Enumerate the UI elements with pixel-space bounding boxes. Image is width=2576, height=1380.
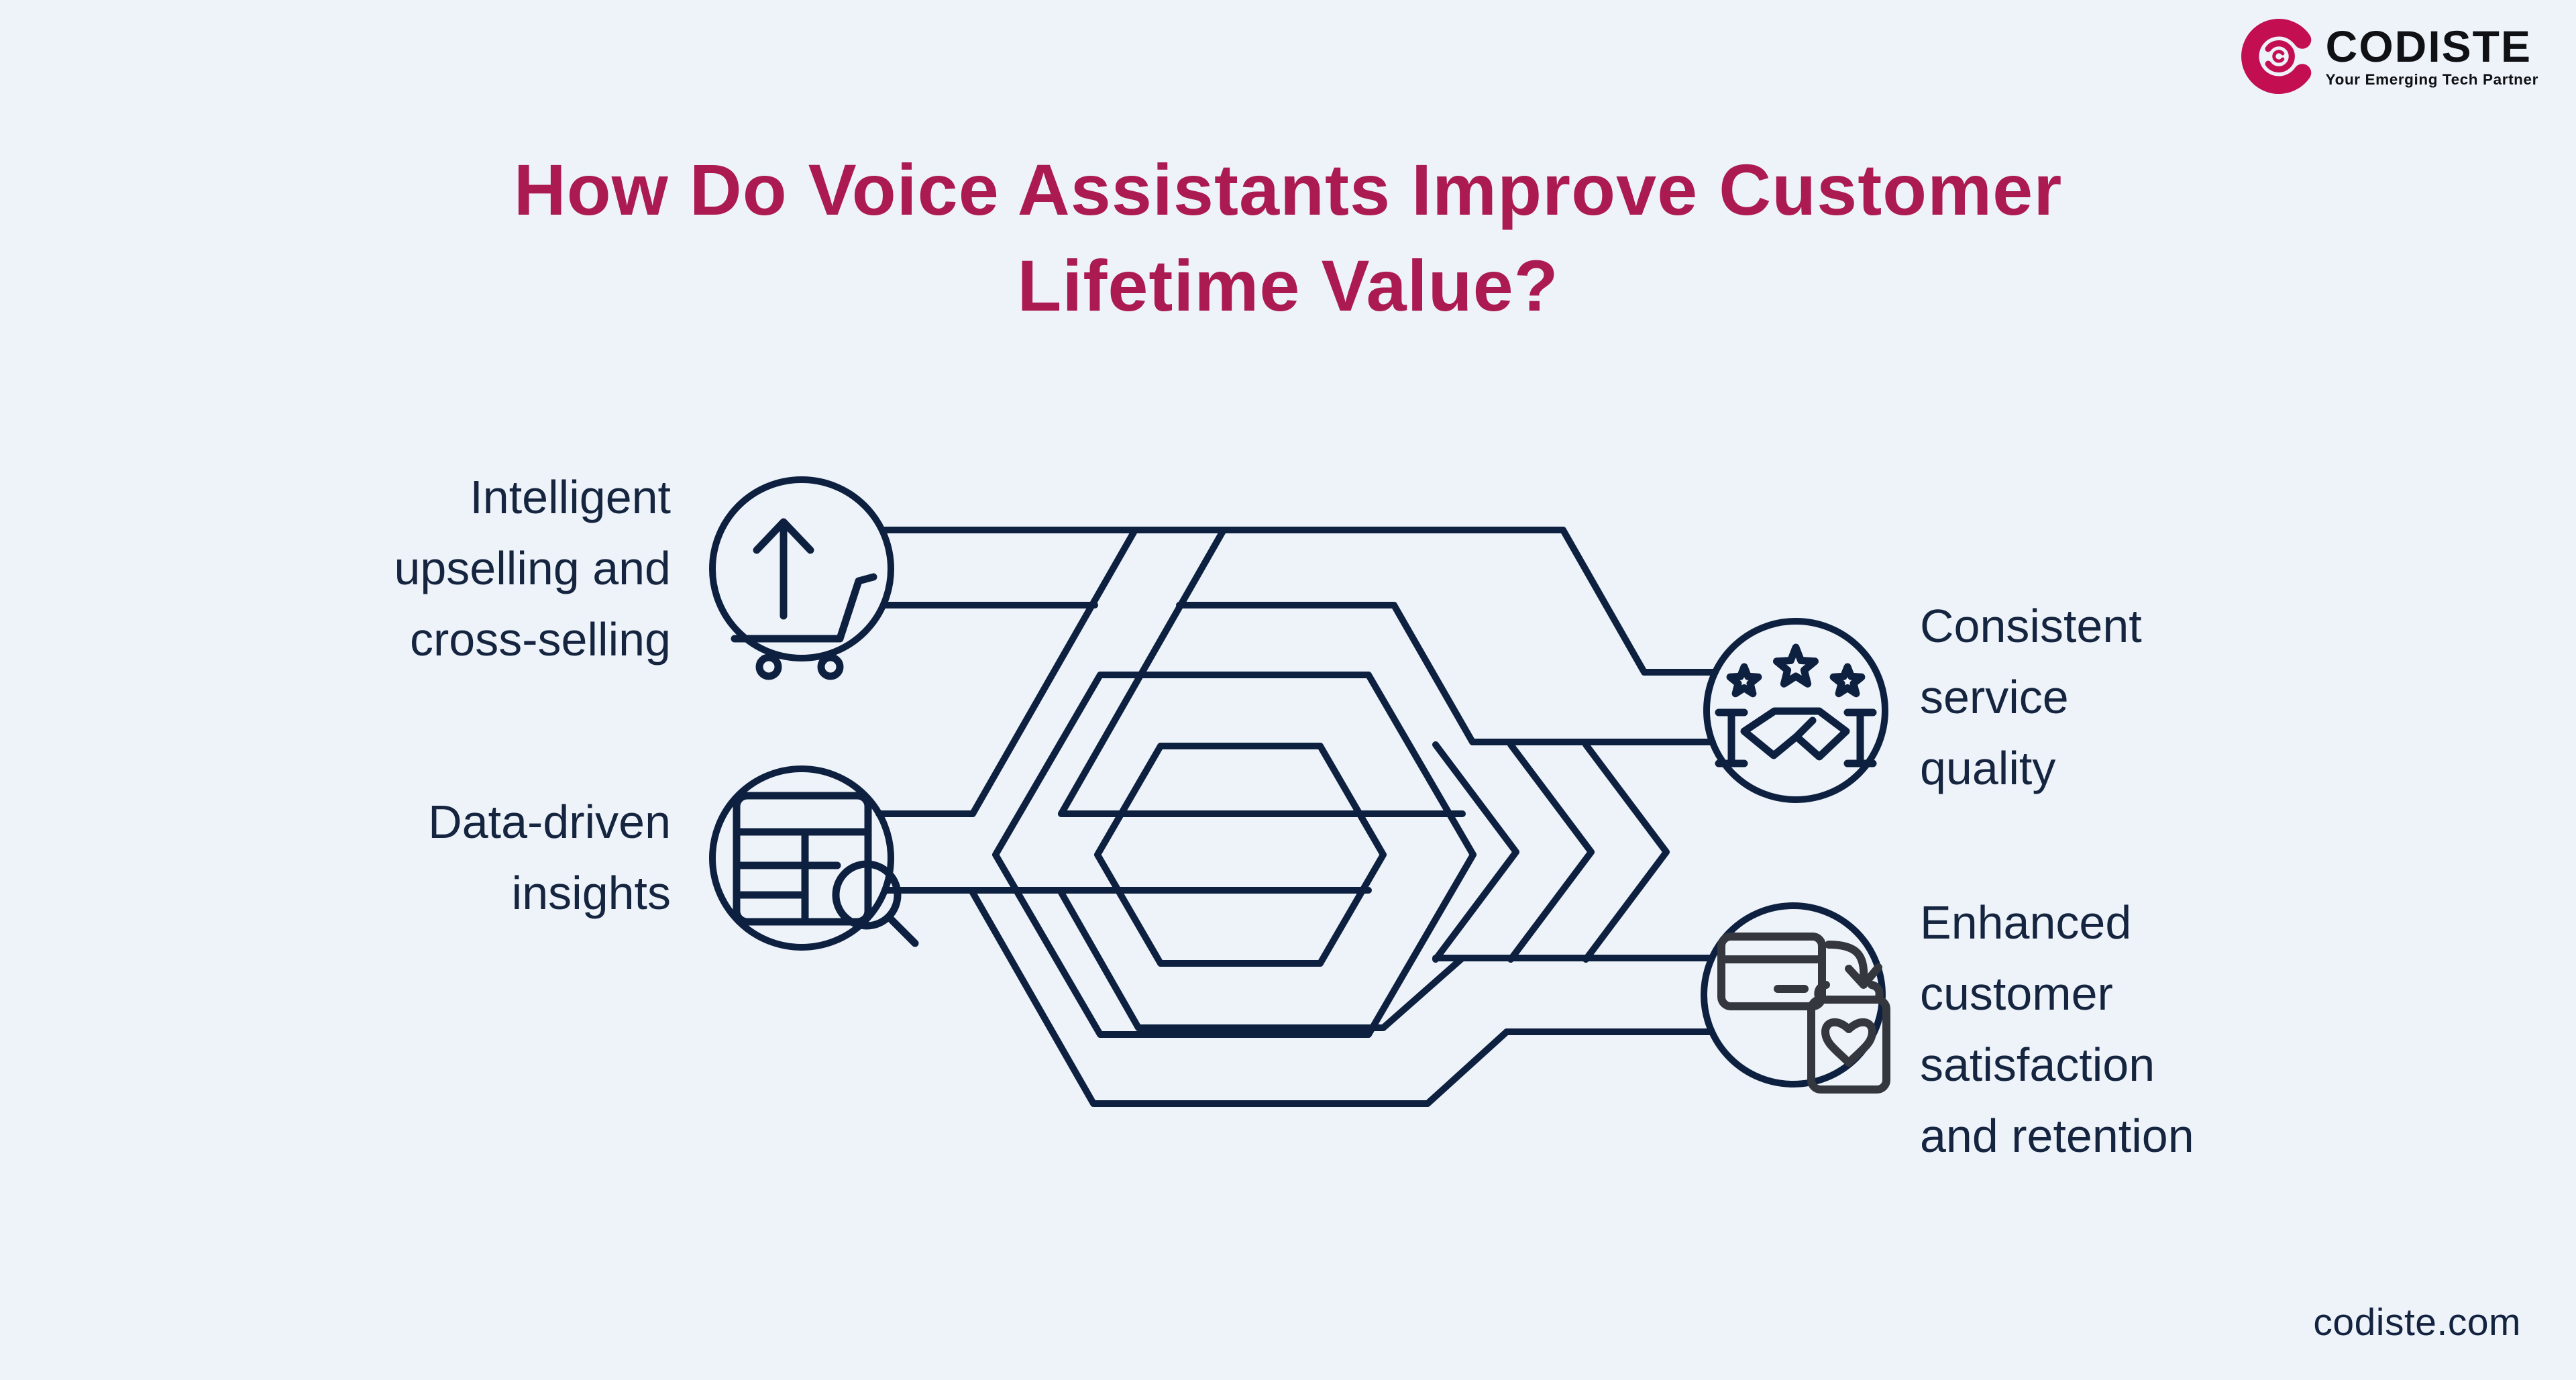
- node-label-insights: Data-driven insights: [428, 796, 671, 919]
- node-circle-insights: [709, 765, 894, 951]
- node-circle-upselling: [709, 476, 894, 661]
- hexagon-link-medium: [992, 672, 1477, 1038]
- cart-up-arrow-icon: [731, 518, 877, 680]
- connector-weave: [875, 527, 1719, 1107]
- brand-name: CODISTE: [2325, 21, 2532, 71]
- codiste-logo-icon: [2241, 19, 2311, 94]
- brand-tagline: Your Emerging Tech Partner: [2325, 71, 2538, 88]
- codiste-logo: CODISTE Your Emerging Tech Partner: [2241, 19, 2538, 94]
- page-title-line2: Lifetime Value?: [1017, 244, 1559, 326]
- hexagon-link-small: [1094, 743, 1387, 967]
- page-title-line1: How Do Voice Assistants Improve Customer: [513, 149, 2063, 230]
- page-title: How Do Voice Assistants Improve Customer…: [0, 142, 2576, 333]
- data-table-search-icon: [733, 792, 919, 947]
- chevron-2: [1507, 741, 1595, 963]
- card-loyalty-tag-icon: [1717, 933, 1890, 1094]
- site-url: codiste.com: [2313, 1301, 2521, 1344]
- node-circle-service: [1703, 618, 1888, 803]
- node-label-service: Consistent service quality: [1920, 600, 2142, 794]
- chevron-1: [1432, 741, 1519, 963]
- chevron-3: [1582, 741, 1670, 963]
- stars-handshake-icon: [1715, 643, 1877, 767]
- node-label-upselling: Intelligent upselling and cross-selling: [394, 471, 671, 666]
- codiste-logo-text: CODISTE Your Emerging Tech Partner: [2326, 24, 2538, 89]
- node-label-satisfaction: Enhanced customer satisfaction and reten…: [1920, 896, 2194, 1162]
